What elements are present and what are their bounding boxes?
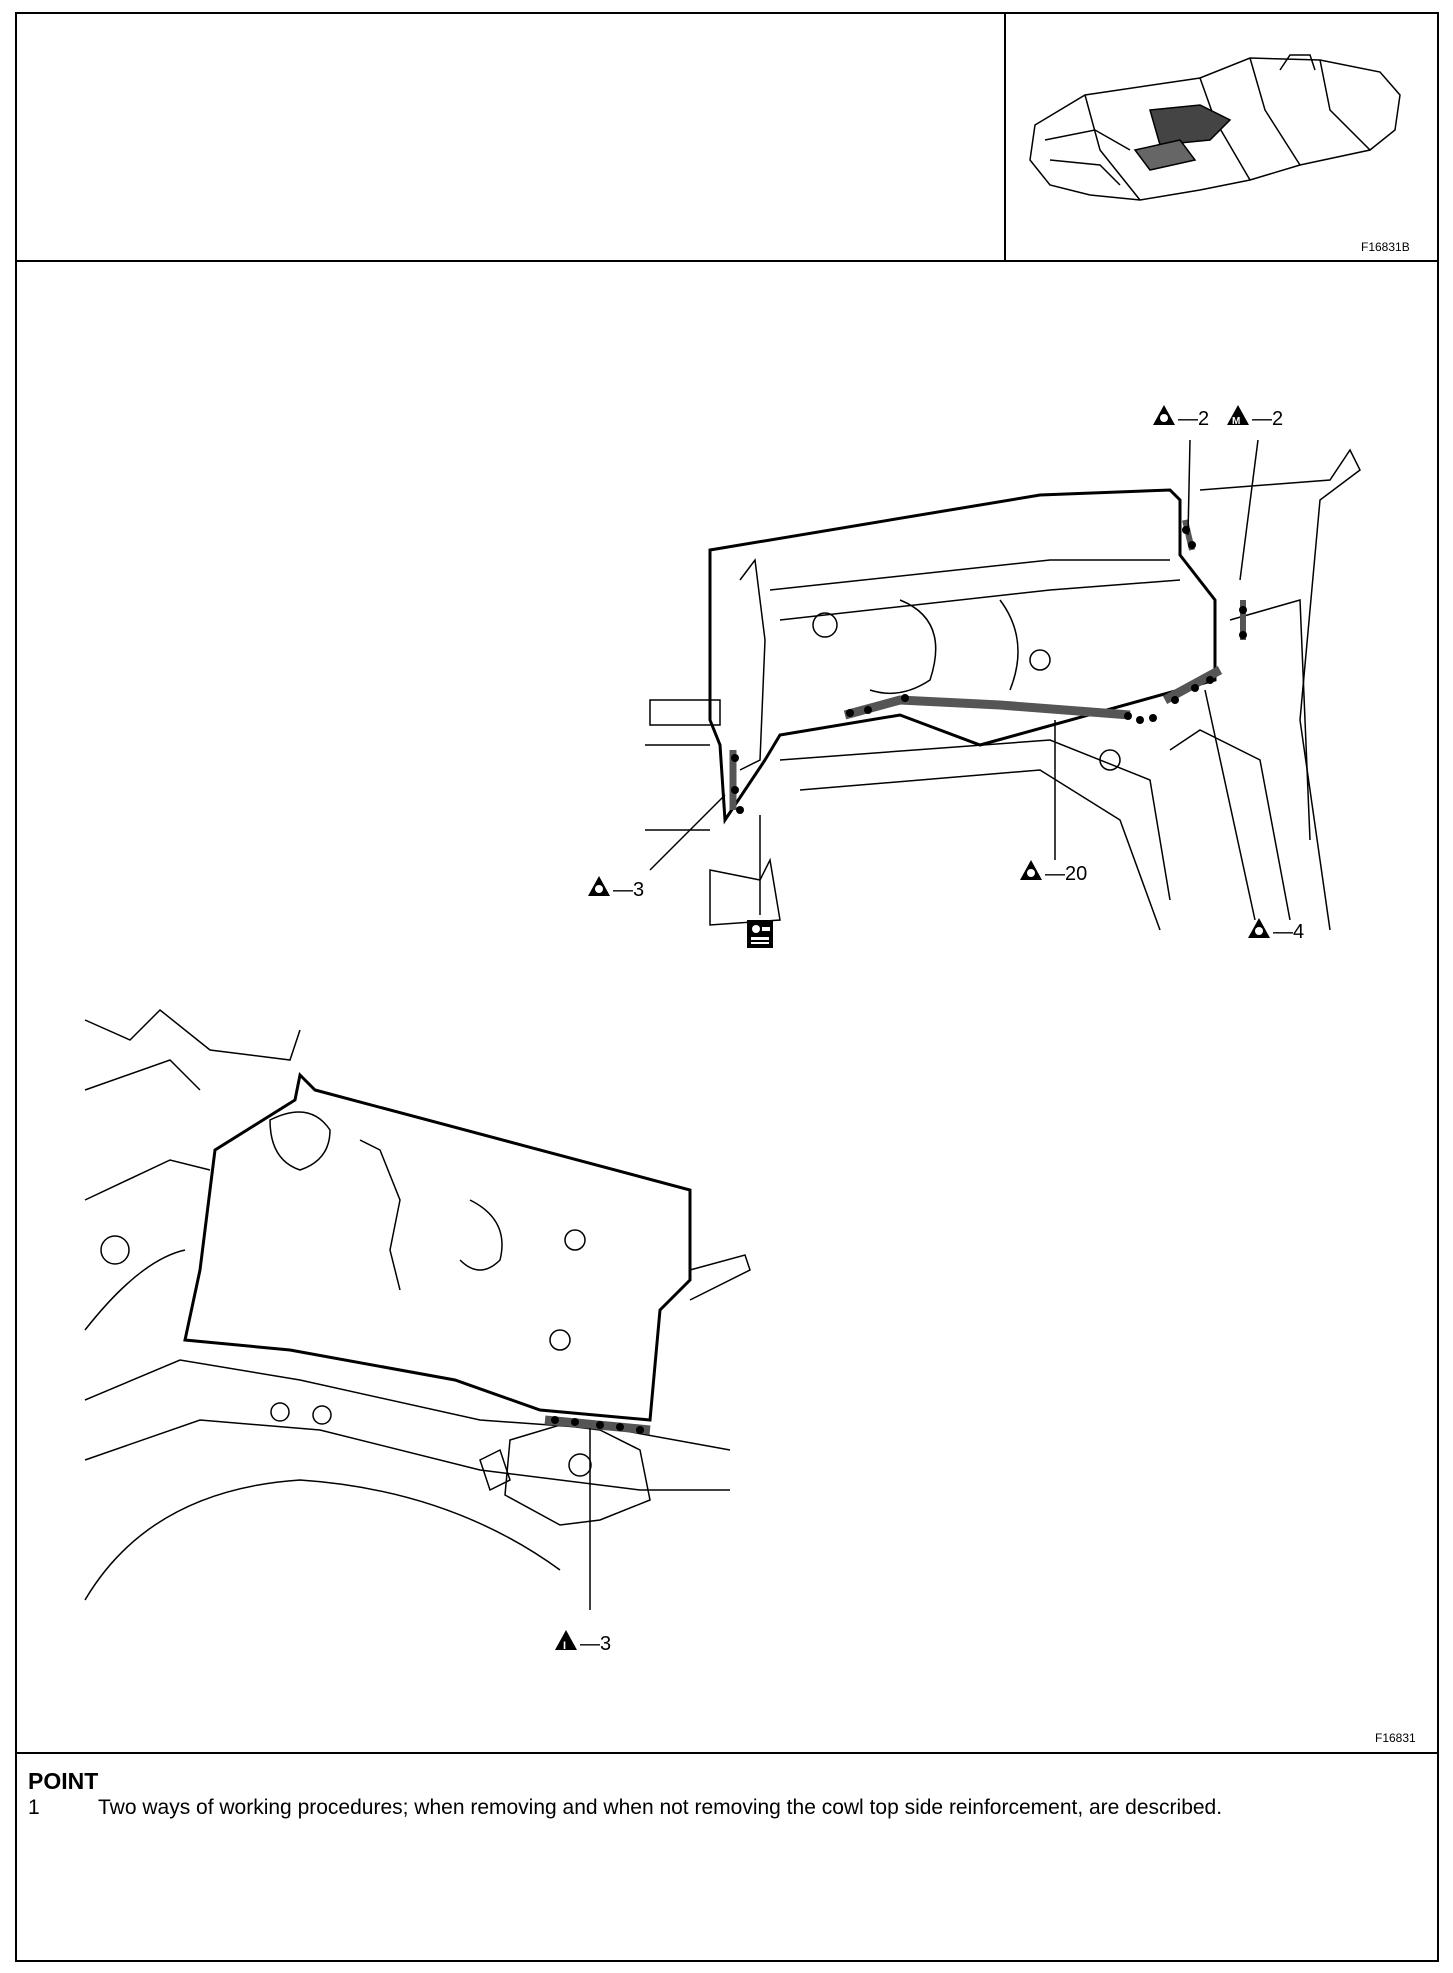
sealer-gun-icon xyxy=(747,920,773,948)
spot-weld-icon xyxy=(1153,405,1175,425)
mig-weld-icon: M xyxy=(1227,405,1249,427)
overview-figure-code: F16831B xyxy=(1361,240,1410,254)
svg-text:M: M xyxy=(1232,416,1240,427)
info-weld-icon: I xyxy=(555,1630,577,1652)
callout-label: —2 xyxy=(1252,408,1283,430)
callout-label: —3 xyxy=(580,1633,611,1655)
callouts: —2 M —2 —3 —20 —4 I —3 xyxy=(555,405,1304,1655)
callout-label: —2 xyxy=(1178,408,1209,430)
figure-code: F16831 xyxy=(1375,1731,1416,1745)
lower-apron-illustration xyxy=(84,1008,751,1610)
page-frame xyxy=(15,12,1439,1962)
car-body-overview xyxy=(1029,54,1401,201)
upper-apron-illustration xyxy=(645,439,1361,931)
callout-label: —20 xyxy=(1045,863,1087,885)
point-title: POINT xyxy=(28,1768,99,1794)
point-divider xyxy=(17,1752,1437,1754)
point-item-number: 1 xyxy=(28,1796,40,1819)
spot-weld-icon xyxy=(588,876,610,896)
spot-weld-icon xyxy=(1248,918,1270,938)
svg-text:I: I xyxy=(563,1640,566,1652)
point-item-text: Two ways of working procedures; when rem… xyxy=(98,1796,1223,1819)
callout-label: —3 xyxy=(613,879,644,901)
header-divider xyxy=(17,260,1437,262)
callout-label: —4 xyxy=(1273,921,1304,943)
spot-weld-icon xyxy=(1020,860,1042,880)
header-column-divider xyxy=(1004,14,1006,260)
